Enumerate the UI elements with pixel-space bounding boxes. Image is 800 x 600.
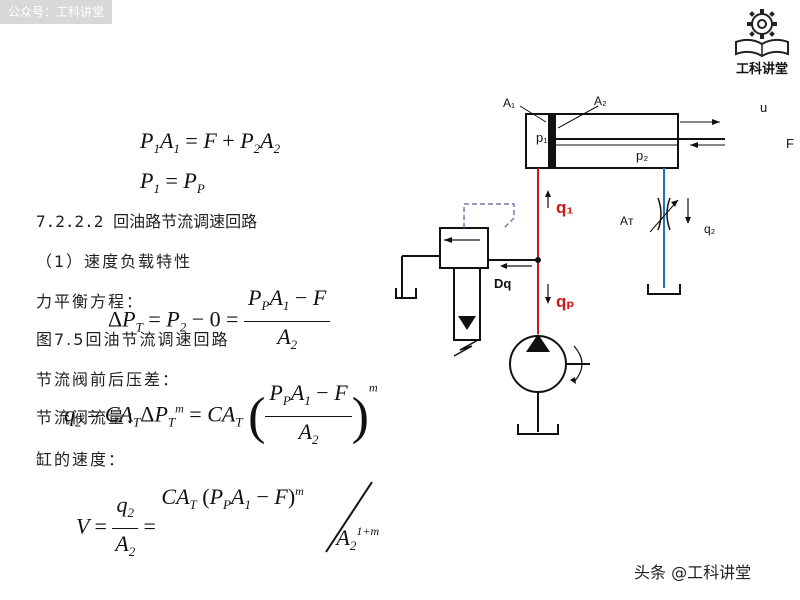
label-qp: qₚ: [556, 292, 575, 311]
equation-p1-pp: P1 = PP: [140, 168, 205, 196]
relief-valve: [439, 227, 489, 269]
hydraulic-cylinder: [525, 113, 679, 169]
piston: [548, 114, 556, 168]
logo-text: 工科讲堂: [735, 62, 788, 77]
label-cylinder-speed: 缸的速度：: [36, 450, 127, 469]
equation-force-balance: P1A1 = F + P2A2: [140, 128, 281, 156]
watermark-bottom: 头条 @工科讲堂: [620, 556, 766, 590]
gear-book-logo-icon: [735, 9, 789, 58]
label-p1: p₁: [536, 130, 548, 145]
label-at: Aт: [620, 214, 634, 228]
label-p2: p₂: [636, 148, 649, 163]
hydraulic-circuit-diagram: [395, 105, 725, 435]
section-heading: 7.2.2.2 回油路节流调速回路: [36, 212, 258, 231]
label-valve-flow: 节流阀流量：: [36, 408, 145, 427]
label-force-equation: 力平衡方程：: [36, 292, 145, 311]
item-heading: （1）速度负载特性: [36, 252, 193, 271]
label-a1: A₁: [503, 96, 516, 110]
label-a2: A₂: [594, 94, 607, 108]
label-pressure-difference: 节流阀前后压差：: [36, 370, 181, 389]
label-u: u: [760, 100, 768, 115]
label-q2: q₂: [704, 222, 716, 236]
fraction-slash: [325, 481, 373, 553]
label-dq: Dq: [494, 276, 512, 291]
label-q1: q₁: [556, 198, 574, 217]
watermark-top: 公众号：工科讲堂: [0, 0, 113, 24]
label-f: F: [786, 136, 794, 151]
figure-caption: 图7.5回油节流调速回路: [36, 330, 230, 349]
throttle-valve: [657, 197, 671, 231]
pilot-line: [463, 203, 515, 229]
